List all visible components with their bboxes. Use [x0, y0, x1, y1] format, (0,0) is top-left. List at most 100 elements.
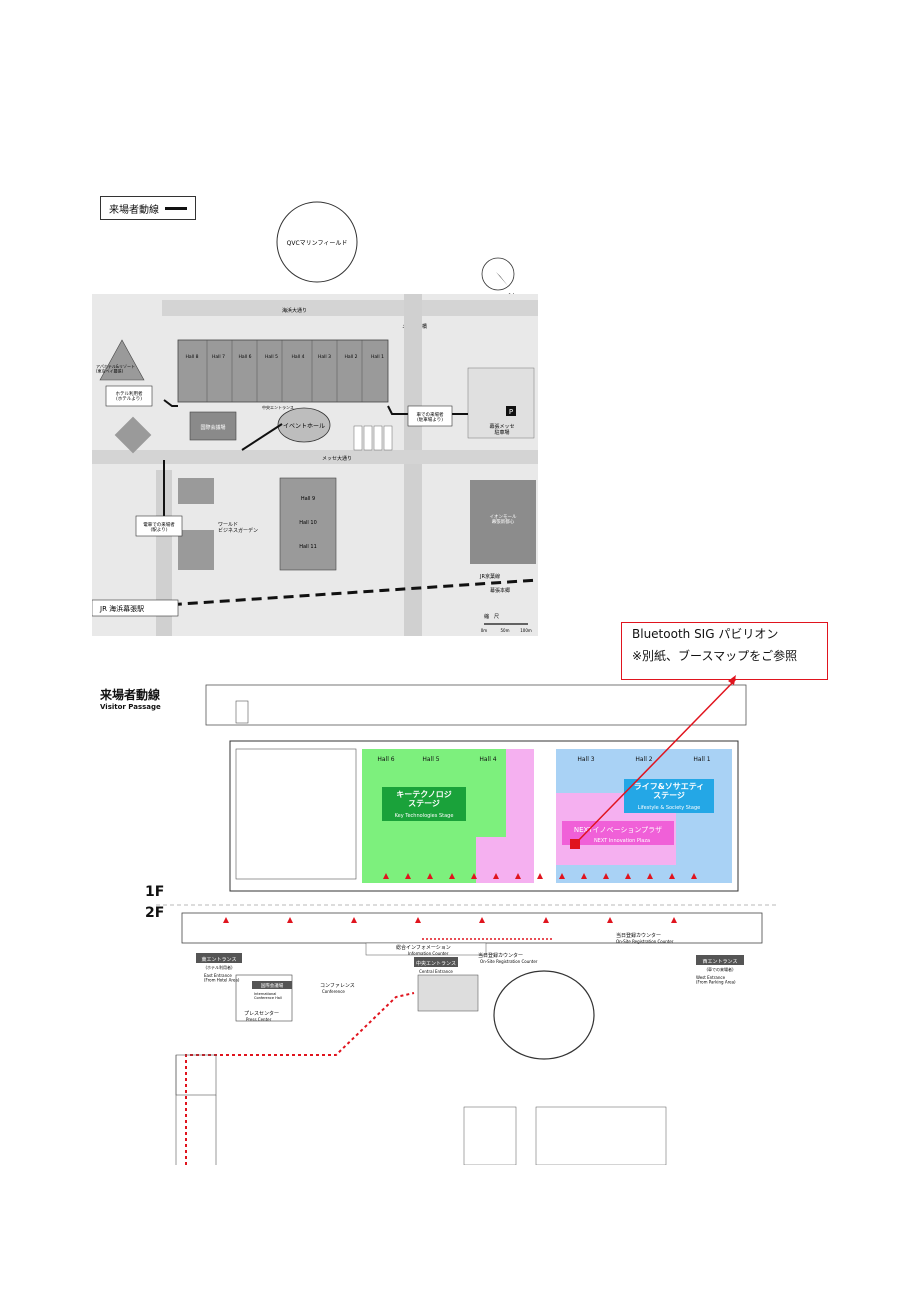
life-stage-en: Lifestyle & Society Stage	[638, 805, 700, 811]
conference2-jp: コンファレンス	[320, 983, 355, 989]
hotel-path	[163, 399, 178, 407]
hotel-apa-label: アパホテル&リゾート(東京ベイ幕張)	[96, 363, 135, 374]
hall-blank	[235, 748, 357, 880]
entry-arrow-2f	[223, 917, 229, 923]
entry-arrow-2f	[543, 917, 549, 923]
entry-arrow-1f	[669, 873, 675, 879]
callout-line1: Bluetooth SIG パビリオン	[632, 627, 779, 641]
entry-arrow-2f	[287, 917, 293, 923]
scale-label: 縮 尺	[484, 613, 499, 620]
next-plaza-box	[562, 821, 674, 845]
bluetooth-callout: Bluetooth SIG パビリオン ※別紙、ブースマップをご参照	[621, 622, 828, 680]
central-entrance-label: 中央エントランス	[262, 404, 294, 410]
parking-icon	[506, 406, 516, 416]
press-jp: プレスセンター	[244, 1010, 279, 1017]
event-hall	[277, 407, 331, 443]
west-entrance-en: West Entrance(From Parking Area)	[696, 975, 736, 985]
arena-label: QVCマリンフィールド	[287, 240, 348, 247]
entry-arrow-1f	[471, 873, 477, 879]
top-hall-label-5: Hall 4	[292, 354, 305, 360]
info-jp: 総合インフォメーション	[396, 944, 451, 951]
bottom-hall-label-6: Hall 1	[693, 756, 710, 763]
outer-building	[205, 684, 747, 726]
top-hall-label-1: Hall 8	[186, 354, 199, 360]
hotel-block	[114, 416, 152, 454]
east-entrance-en: East Entrance(From Hotel Area)	[204, 973, 240, 983]
parking-lots	[353, 425, 393, 451]
arena-outline	[276, 201, 358, 283]
scale-tick-0: 0m	[481, 628, 488, 633]
next-plaza-jp: NEXTイノベーションプラザ	[574, 826, 662, 834]
east-entrance-jp: 東エントランス	[202, 956, 237, 963]
wbg-top	[178, 478, 214, 504]
entry-arrow-1f	[515, 873, 521, 879]
conference2-en: Conference	[322, 989, 345, 994]
north-hall-label-3: Hall 11	[299, 544, 317, 550]
key-stage-en: Key Technologies Stage	[395, 813, 454, 819]
legend-line-swatch	[165, 206, 187, 210]
floor-1f-label: 1F	[145, 884, 165, 900]
wbg-label: ワールドビジネスガーデン	[218, 522, 258, 534]
key-stage-box	[382, 787, 466, 821]
bottom-title-en: Visitor Passage	[100, 703, 161, 711]
entry-arrow-2f	[607, 917, 613, 923]
east-entrance-box	[196, 953, 242, 963]
central-entrance-en: Central Entrance	[419, 969, 453, 974]
scale-tick-2: 100m	[520, 628, 532, 633]
onsite2-jp: 当日登録カウンター	[616, 932, 661, 939]
visitor-route	[185, 992, 415, 1165]
info-en: Information Counter	[408, 951, 449, 956]
key-stage-jp: キーテクノロジステージ	[396, 789, 452, 808]
west-entrance-box	[696, 955, 744, 965]
entry-arrow-1f	[449, 873, 455, 879]
jr-station-box	[92, 599, 179, 617]
parking-label: 幕張メッセ駐車場	[489, 423, 514, 436]
east-entrance-sub: (ホテル利用者)	[205, 964, 233, 970]
entry-arrows	[223, 873, 697, 923]
jr-station-label: JR 海浜幕張駅	[99, 604, 144, 613]
central-entrance-jp: 中央エントランス	[416, 960, 456, 967]
entry-arrow-1f	[647, 873, 653, 879]
parking-icon-letter: P	[509, 408, 513, 416]
event-hall-2f	[493, 970, 595, 1060]
top-hall-label-8: Hall 1	[371, 354, 384, 360]
bottom-hall-label-1: Hall 6	[377, 756, 394, 763]
callout-line2: ※別紙、ブースマップをご参照	[632, 649, 798, 663]
west-entrance-jp: 西エントランス	[703, 959, 738, 965]
onsite-jp: 当日登録カウンター	[478, 952, 523, 959]
train-visitors-box: 電車での来場者(駅より)	[135, 515, 183, 537]
hongo-label: 幕張本郷	[490, 587, 510, 594]
legend: 来場者動線	[100, 196, 196, 220]
entry-arrow-1f	[383, 873, 389, 879]
international-hall-label: 国際会議場	[200, 424, 225, 431]
entry-arrow-1f	[537, 873, 543, 879]
top-hall-label-4: Hall 5	[265, 354, 278, 360]
jr-line-label: JR京葉線	[479, 573, 500, 580]
road-top-label: 海浜大通り	[282, 307, 307, 314]
parking-area	[467, 367, 535, 439]
aeon-label: イオンモール幕張新都心	[490, 514, 517, 525]
press-en: Press Center	[246, 1017, 272, 1022]
bottom-hall-label-2: Hall 5	[422, 756, 439, 763]
scale-bar: 0m 50m 100m	[481, 623, 532, 633]
aeon-building	[470, 480, 536, 564]
entry-arrow-2f	[415, 917, 421, 923]
entry-arrow-1f	[691, 873, 697, 879]
legend-label: 来場者動線	[109, 204, 159, 216]
messe-street-label: メッセ大通り	[322, 455, 352, 462]
top-hall-label-6: Hall 3	[318, 354, 331, 360]
entry-arrow-1f	[559, 873, 565, 879]
hotel-building	[99, 339, 145, 381]
onsite2-en: On-Site Registration Counter	[616, 939, 674, 944]
bottom-title-jp: 来場者動線	[100, 688, 161, 702]
bottom-map-title: 来場者動線 Visitor Passage	[100, 686, 161, 711]
entry-arrow-1f	[493, 873, 499, 879]
hotel-visitors-label: ホテル利用者(ホテルより)	[116, 390, 143, 402]
entry-arrow-1f	[625, 873, 631, 879]
scale-tick-1: 50m	[501, 628, 510, 633]
top-hall-label-7: Hall 2	[345, 354, 358, 360]
